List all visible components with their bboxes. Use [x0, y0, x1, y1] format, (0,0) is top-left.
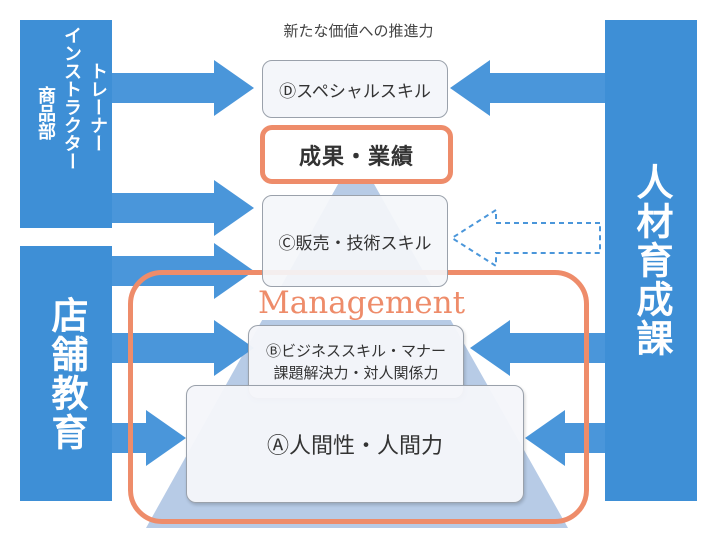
left-bottom-panel: 店舗教育: [20, 246, 112, 501]
left-top-panel: トレーナー インストラクター 商品部: [20, 20, 112, 228]
label-store-education: 店舗教育: [45, 295, 88, 452]
arrow-left-to-b: [112, 320, 254, 376]
dashed-arrow-right-to-c: [450, 208, 601, 268]
tier-c-sales-tech-skill: Ⓒ販売・技術スキル: [262, 195, 448, 287]
label-hr-development: 人材育成課: [630, 163, 673, 358]
arrow-right-to-b: [470, 320, 605, 376]
tier-a-humanity: Ⓐ人間性・人間力: [186, 385, 524, 503]
arrow-left-to-d: [112, 60, 254, 116]
result-box: 成果・業績: [260, 125, 453, 184]
arrow-left-to-c: [112, 180, 254, 236]
arrow-right-to-d: [450, 60, 605, 116]
right-panel: 人材育成課: [605, 20, 697, 501]
result-label: 成果・業績: [298, 144, 414, 170]
header-text: 新たな価値への推進力: [283, 22, 434, 40]
tier-a-label: Ⓐ人間性・人間力: [266, 434, 443, 459]
tier-d-special-skill: Ⓓスペシャルスキル: [262, 60, 448, 118]
tier-c-label: Ⓒ販売・技術スキル: [278, 233, 432, 254]
label-trainer: トレーナー: [87, 62, 108, 152]
management-label: Management: [254, 286, 470, 320]
label-instructor: インストラクター: [61, 26, 82, 170]
tier-b-line2: 課題解決力・対人関係力: [273, 364, 439, 382]
label-product-dept: 商品部: [35, 86, 56, 140]
tier-b-line1: Ⓑビジネススキル・マナー: [265, 342, 446, 360]
tier-d-label: Ⓓスペシャルスキル: [279, 81, 431, 102]
